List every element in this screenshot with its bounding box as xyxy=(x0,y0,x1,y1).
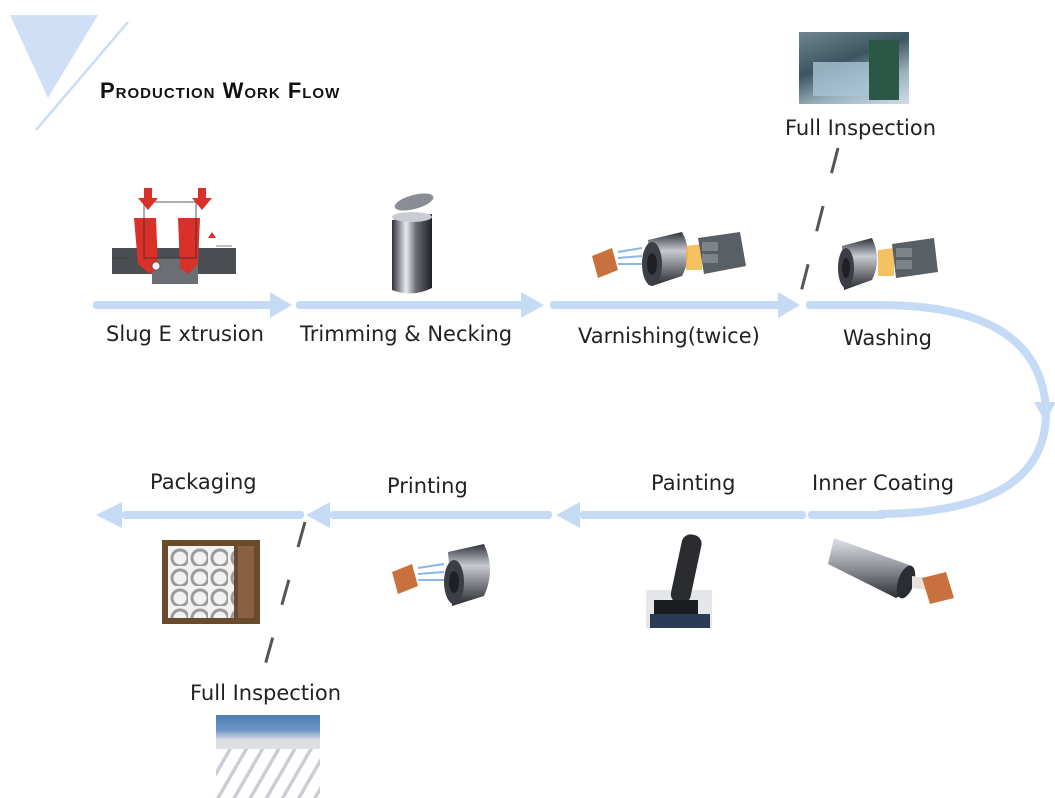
label-slug-extrusion: Slug E xtrusion xyxy=(106,322,264,346)
label-packaging: Packaging xyxy=(150,470,257,494)
label-washing: Washing xyxy=(843,326,933,350)
inspection-link-bottom xyxy=(260,521,307,677)
trimming-can-icon xyxy=(392,193,434,294)
label-inner-coating: Inner Coating xyxy=(812,471,955,495)
label-inspection-top: Full Inspection xyxy=(785,116,937,140)
painting-icon xyxy=(646,534,712,628)
label-painting: Painting xyxy=(651,471,736,495)
full-inspection-photo-bottom xyxy=(216,715,320,798)
packaging-photo xyxy=(162,540,260,624)
printing-icon xyxy=(392,544,490,606)
page-title: Production Work Flow xyxy=(100,78,341,103)
u-turn-arrowhead xyxy=(1034,402,1055,422)
inner-coating-icon xyxy=(828,538,954,604)
label-printing: Printing xyxy=(387,474,468,498)
slug-extrusion-icon xyxy=(112,188,236,284)
inspection-link-top xyxy=(798,147,840,297)
label-trimming-necking: Trimming & Necking xyxy=(300,322,513,346)
varnishing-icon xyxy=(592,232,746,286)
corner-line xyxy=(35,21,129,131)
label-inspection-bottom: Full Inspection xyxy=(190,681,342,705)
full-inspection-photo-top xyxy=(799,32,909,104)
bottom-row-arrows xyxy=(96,502,886,528)
label-varnishing: Varnishing(twice) xyxy=(578,324,760,348)
washing-icon xyxy=(838,238,938,290)
corner-triangle xyxy=(10,15,98,98)
top-row-arrows xyxy=(93,292,886,318)
